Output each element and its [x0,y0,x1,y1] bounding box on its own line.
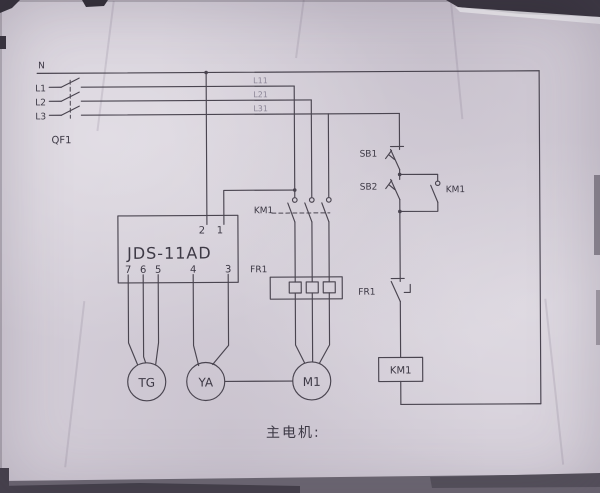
terminal-7: 7 [125,265,131,276]
thermal-overload: FR1 [250,221,343,364]
junction-dot [292,188,297,192]
bottom-return-wire [400,403,542,406]
heater-links [294,276,330,300]
tg-circle [127,362,167,402]
paper-creases [64,0,565,468]
phase-l1-label: L1 [35,84,46,94]
holding-contact-pole [434,180,441,187]
overload-contact-label: FR1 [358,288,375,298]
holding-contact-label: KM1 [446,185,465,195]
motor-feed-wires [294,298,331,364]
tg-lead-wires [127,282,160,366]
machines: TG YA M1 [127,361,332,402]
ya-lead-wires [192,281,230,367]
branch-l31-label: L31 [253,104,268,113]
neutral-wire [36,70,540,74]
overload-box [269,276,343,300]
junction-dot [398,209,402,214]
controller-block: JDS-11AD 2 1 7 6 5 4 3 [117,71,296,367]
ya-label: YA [197,375,213,389]
overload-leads-top [294,221,330,278]
top-right-paper-sliver [455,7,600,24]
phase-l3-label: L3 [35,112,46,122]
terminal2-to-neutral-wire [205,71,208,217]
stop-button-actuator [384,149,396,161]
controller-name: JDS-11AD [126,243,212,262]
branch-l11-label: L11 [253,76,268,85]
phase-l2-label: L2 [35,98,46,108]
terminal-3: 3 [225,264,231,275]
top-edge-shadow [0,0,600,2]
bottom-left-blob [0,468,9,493]
coil-label: KM1 [390,365,412,376]
overload-contact-hook [403,283,411,294]
contactor-main-contacts: KM1 [254,196,332,223]
neutral-label: N [38,61,45,71]
phase-drops [293,85,330,198]
overload-contact-blade [390,280,401,303]
terminal-2: 2 [199,225,205,236]
start-button-actuator [385,179,396,191]
holding-contact-blade [430,184,439,203]
controller-outline [117,214,239,284]
corner-mark-top-left [0,0,20,13]
terminal-1: 1 [217,225,223,236]
top-right-dark-band [446,0,600,17]
start-button-label: SB2 [360,183,378,193]
phase-wires-in [48,86,62,116]
left-edge-shadow [0,0,2,493]
right-edge-streak-2 [596,290,600,345]
tg-label: TG [137,376,155,390]
terminal1-to-phase-wire [223,189,296,216]
caption-main-motor: 主电机: [266,425,321,441]
overload-label: FR1 [250,265,267,275]
junction-dot [204,70,208,75]
contact-pole-2 [308,197,315,203]
contact-pole-1 [291,197,298,203]
top-edge-mark [82,0,108,7]
right-bus-wire [538,70,542,405]
power-lines: N L1 L2 L3 QF1 L11 L21 L31 [35,61,542,406]
contactor-label: KM1 [254,206,273,216]
right-edge-streak-1 [594,175,600,255]
junction-dot [397,172,402,177]
breaker-label: QF1 [51,135,71,146]
branch-l21-label: L21 [253,90,268,99]
terminal-5: 5 [155,265,161,276]
contact-pole-3 [325,196,332,203]
terminal-ticks [127,214,229,284]
phase-wires-out [80,85,400,116]
bottom-band-dark-left [0,483,300,493]
terminal-4: 4 [190,265,196,276]
stop-button-label: SB1 [360,150,378,160]
holding-branch-wires [399,173,439,213]
terminal-6: 6 [140,265,146,276]
motor-label: M1 [303,375,321,389]
bottom-band-dark-right [430,473,600,488]
control-circuit: SB1 SB2 KM1 FR1 KM1 [204,70,465,406]
left-edge-mark [0,36,6,49]
